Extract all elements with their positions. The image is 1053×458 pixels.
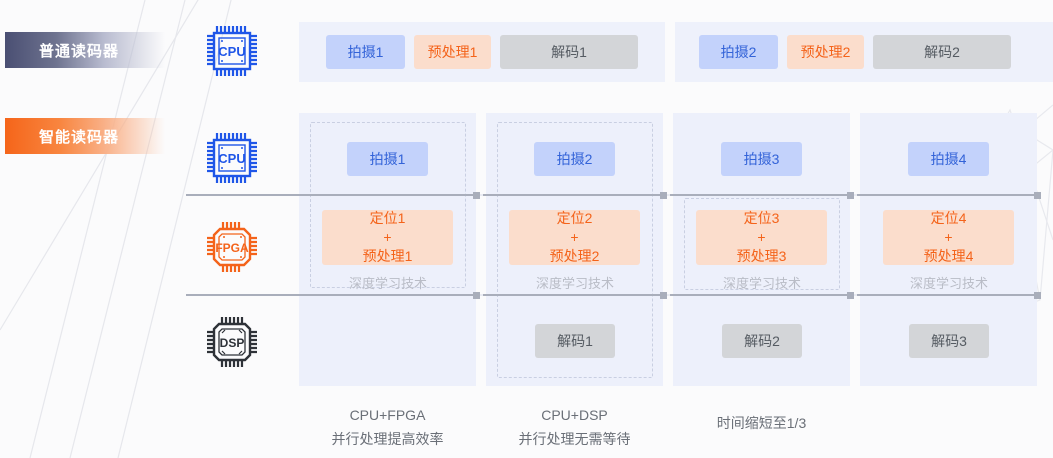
plus-sign: + xyxy=(570,229,579,245)
svg-text:CPU: CPU xyxy=(218,44,245,59)
caption-line-2: 并行处理无需等待 xyxy=(518,431,631,447)
deep-learning-label: 深度学习技术 xyxy=(722,276,801,291)
locate-line: 定位4 xyxy=(930,210,967,226)
task-capture[interactable]: 拍摄4 xyxy=(908,142,989,176)
row-label-standard-text: 普通读码器 xyxy=(39,42,120,60)
locate-line: 定位3 xyxy=(743,210,780,226)
caption-cpu-dsp: CPU+DSP 并行处理无需等待 xyxy=(486,403,663,451)
plus-sign: + xyxy=(944,229,953,245)
caption-line-2: 并行处理提高效率 xyxy=(331,431,444,447)
row-label-smart-text: 智能读码器 xyxy=(39,128,120,146)
plus-sign: + xyxy=(383,229,392,245)
task-decode[interactable]: 解码3 xyxy=(909,324,989,358)
caption-line-1: CPU+FPGA xyxy=(349,407,426,423)
locate-line: 定位1 xyxy=(369,210,406,226)
task-decode[interactable]: 解码1 xyxy=(500,35,638,69)
preprocess-line: 预处理2 xyxy=(549,248,600,264)
task-preprocess[interactable]: 预处理2 xyxy=(787,35,864,69)
task-capture[interactable]: 拍摄2 xyxy=(699,35,778,69)
svg-text:CPU: CPU xyxy=(218,151,245,166)
task-capture[interactable]: 拍摄3 xyxy=(721,142,802,176)
task-locate-preprocess[interactable]: 定位2 + 预处理2 xyxy=(509,210,640,265)
caption-cpu-fpga: CPU+FPGA 并行处理提高效率 xyxy=(299,403,476,451)
preprocess-line: 预处理4 xyxy=(923,248,974,264)
task-locate-preprocess[interactable]: 定位4 + 预处理4 xyxy=(883,210,1014,265)
task-capture[interactable]: 拍摄2 xyxy=(534,142,615,176)
row-label-smart-reader: 智能读码器 xyxy=(5,118,165,154)
svg-text:FPGA: FPGA xyxy=(215,241,249,255)
caption-time-reduction: 时间缩短至1/3 xyxy=(673,411,850,435)
deep-learning-label: 深度学习技术 xyxy=(535,276,614,291)
preprocess-line: 预处理1 xyxy=(362,248,413,264)
task-decode[interactable]: 解码2 xyxy=(873,35,1011,69)
task-locate-preprocess[interactable]: 定位3 + 预处理3 xyxy=(696,210,827,265)
fpga-chip-icon: FPGA xyxy=(203,216,261,278)
task-decode[interactable]: 解码1 xyxy=(535,324,615,358)
deep-learning-label: 深度学习技术 xyxy=(348,276,427,291)
row-label-standard-reader: 普通读码器 xyxy=(5,32,165,68)
cpu-chip-icon: CPU xyxy=(203,127,261,189)
task-locate-preprocess[interactable]: 定位1 + 预处理1 xyxy=(322,210,453,265)
locate-line: 定位2 xyxy=(556,210,593,226)
dsp-chip-icon: DSP xyxy=(203,311,261,373)
task-capture[interactable]: 拍摄1 xyxy=(347,142,428,176)
task-preprocess[interactable]: 预处理1 xyxy=(414,35,491,69)
preprocess-line: 预处理3 xyxy=(736,248,787,264)
cpu-chip-icon: CPU xyxy=(203,20,261,82)
timeline-rail-fpga-dsp xyxy=(186,292,1041,299)
caption-line-1: 时间缩短至1/3 xyxy=(716,415,807,431)
task-decode[interactable]: 解码2 xyxy=(722,324,802,358)
task-capture[interactable]: 拍摄1 xyxy=(326,35,405,69)
svg-text:DSP: DSP xyxy=(220,336,245,350)
caption-line-1: CPU+DSP xyxy=(541,407,608,423)
deep-learning-label: 深度学习技术 xyxy=(909,276,988,291)
plus-sign: + xyxy=(757,229,766,245)
timeline-rail-cpu-fpga xyxy=(186,192,1041,199)
